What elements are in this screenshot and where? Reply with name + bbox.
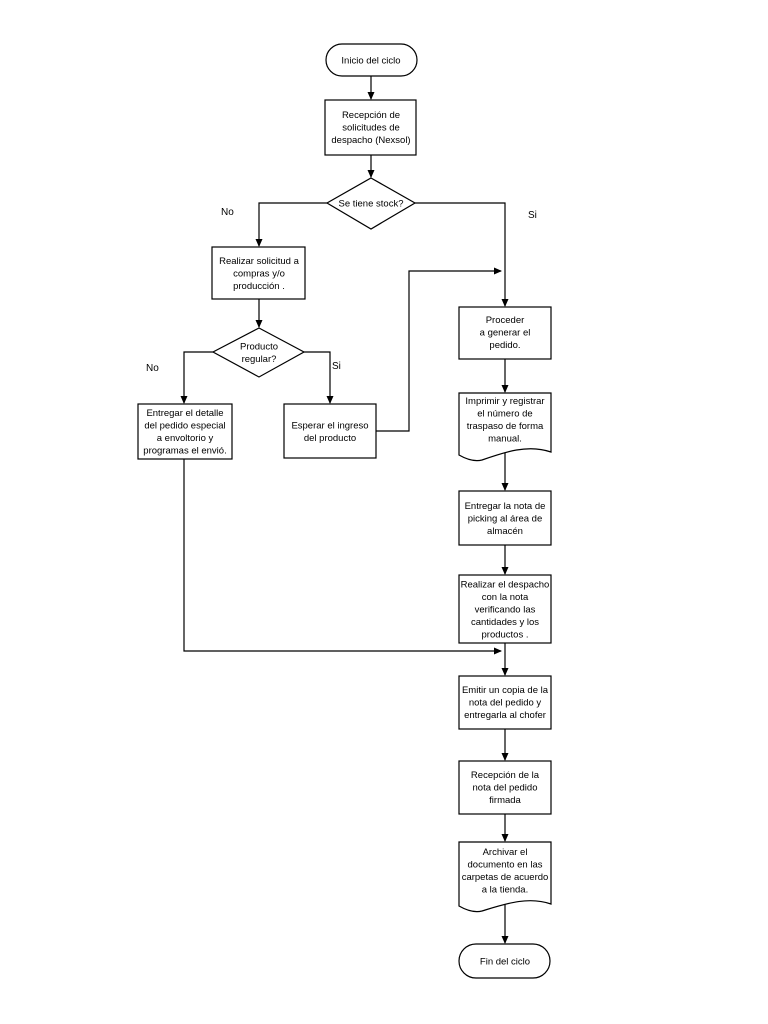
- label-line: con la nota: [482, 592, 529, 603]
- signed-note-process-shape: [458, 760, 552, 815]
- connectors: [180, 76, 509, 944]
- connector-special-to-merge: [183, 459, 502, 655]
- label-line: firmada: [489, 795, 521, 806]
- reception-process-shape: [324, 99, 417, 156]
- label-line: del producto: [304, 433, 356, 444]
- connector-stock-yes: [415, 202, 509, 307]
- branch-label-stock-no: No: [221, 207, 234, 218]
- dispatch-process-shape: [458, 574, 552, 644]
- label-line: Imprimir y registrar: [465, 396, 544, 407]
- label-line: del pedido especial: [144, 420, 225, 431]
- picking-note-process-shape: [458, 490, 552, 546]
- label-line: pedido.: [489, 340, 520, 351]
- archive-document-shape: [458, 841, 552, 913]
- label-line: almacén: [487, 526, 523, 537]
- start-terminator-shape: [325, 43, 418, 77]
- label-line: compras y/o: [233, 269, 285, 280]
- label-line: Realizar solicitud a: [219, 256, 299, 267]
- label-line: nota del pedido: [473, 783, 538, 794]
- label-line: programas el envió.: [143, 445, 226, 456]
- stock-decision-shape: [325, 177, 417, 230]
- label-line: picking al área de: [468, 514, 542, 525]
- label-line: Fin del ciclo: [480, 957, 530, 968]
- print-register-document-shape: [458, 392, 552, 462]
- branch-labels: No Si No Si: [146, 207, 537, 374]
- connector-stock-no: [255, 202, 327, 247]
- copy-to-driver-process-shape: [458, 675, 552, 730]
- label-line: a la tienda.: [482, 884, 528, 895]
- special-order-process-shape: [137, 403, 233, 460]
- request-purchase-process-shape: [211, 246, 306, 300]
- label-line: verificando las: [475, 605, 536, 616]
- label-line: nota del pedido y: [469, 698, 542, 709]
- label-line: Recepción de la: [471, 770, 540, 781]
- connector-regular-no: [180, 351, 213, 404]
- label-line: solicitudes de: [342, 123, 400, 134]
- label-line: a envoltorio y: [157, 433, 214, 444]
- label-line: producción .: [233, 281, 285, 292]
- label-line: Inicio del ciclo: [341, 56, 400, 67]
- branch-label-regular-yes: Si: [332, 361, 341, 372]
- label-line: Emitir un copia de la: [462, 685, 549, 696]
- label-line: manual.: [488, 433, 522, 444]
- end-label: Fin del ciclo: [480, 957, 530, 968]
- regular-decision-shape: [211, 327, 306, 378]
- node-labels: Inicio del ciclo Recepción de solicitudes…: [143, 56, 549, 968]
- label-line: Producto: [240, 341, 278, 352]
- label-line: productos .: [482, 630, 529, 641]
- stock-decision-label: Se tiene stock?: [339, 199, 404, 210]
- wait-product-process-shape: [283, 403, 377, 459]
- wait-product-label: Esperar el ingreso del producto: [291, 420, 368, 444]
- label-line: documento en las: [468, 859, 543, 870]
- label-line: regular?: [242, 354, 277, 365]
- label-line: Entregar la nota de: [465, 501, 546, 512]
- label-line: Realizar el despacho: [461, 580, 550, 591]
- label-line: Archivar el: [483, 847, 528, 858]
- start-label: Inicio del ciclo: [341, 56, 400, 67]
- label-line: cantidades y los: [471, 617, 539, 628]
- label-line: Entregar el detalle: [146, 408, 223, 419]
- label-line: Recepción de: [342, 110, 400, 121]
- label-line: Se tiene stock?: [339, 199, 404, 210]
- end-terminator-shape: [458, 943, 551, 979]
- label-line: el número de: [477, 408, 532, 419]
- branch-label-regular-no: No: [146, 363, 159, 374]
- label-line: entregarla al chofer: [464, 710, 546, 721]
- label-line: carpetas de acuerdo: [462, 872, 549, 883]
- connector-regular-yes: [304, 351, 334, 404]
- regular-decision-label: Producto regular?: [240, 341, 278, 365]
- label-line: Esperar el ingreso: [291, 420, 368, 431]
- shapes: [137, 43, 552, 979]
- label-line: Proceder: [486, 315, 525, 326]
- label-line: traspaso de forma: [467, 421, 544, 432]
- label-line: despacho (Nexsol): [331, 135, 410, 146]
- branch-label-stock-yes: Si: [528, 210, 537, 221]
- label-line: a generar el: [480, 328, 531, 339]
- generate-order-process-shape: [458, 306, 552, 360]
- connector-wait-to-generate: [376, 267, 502, 432]
